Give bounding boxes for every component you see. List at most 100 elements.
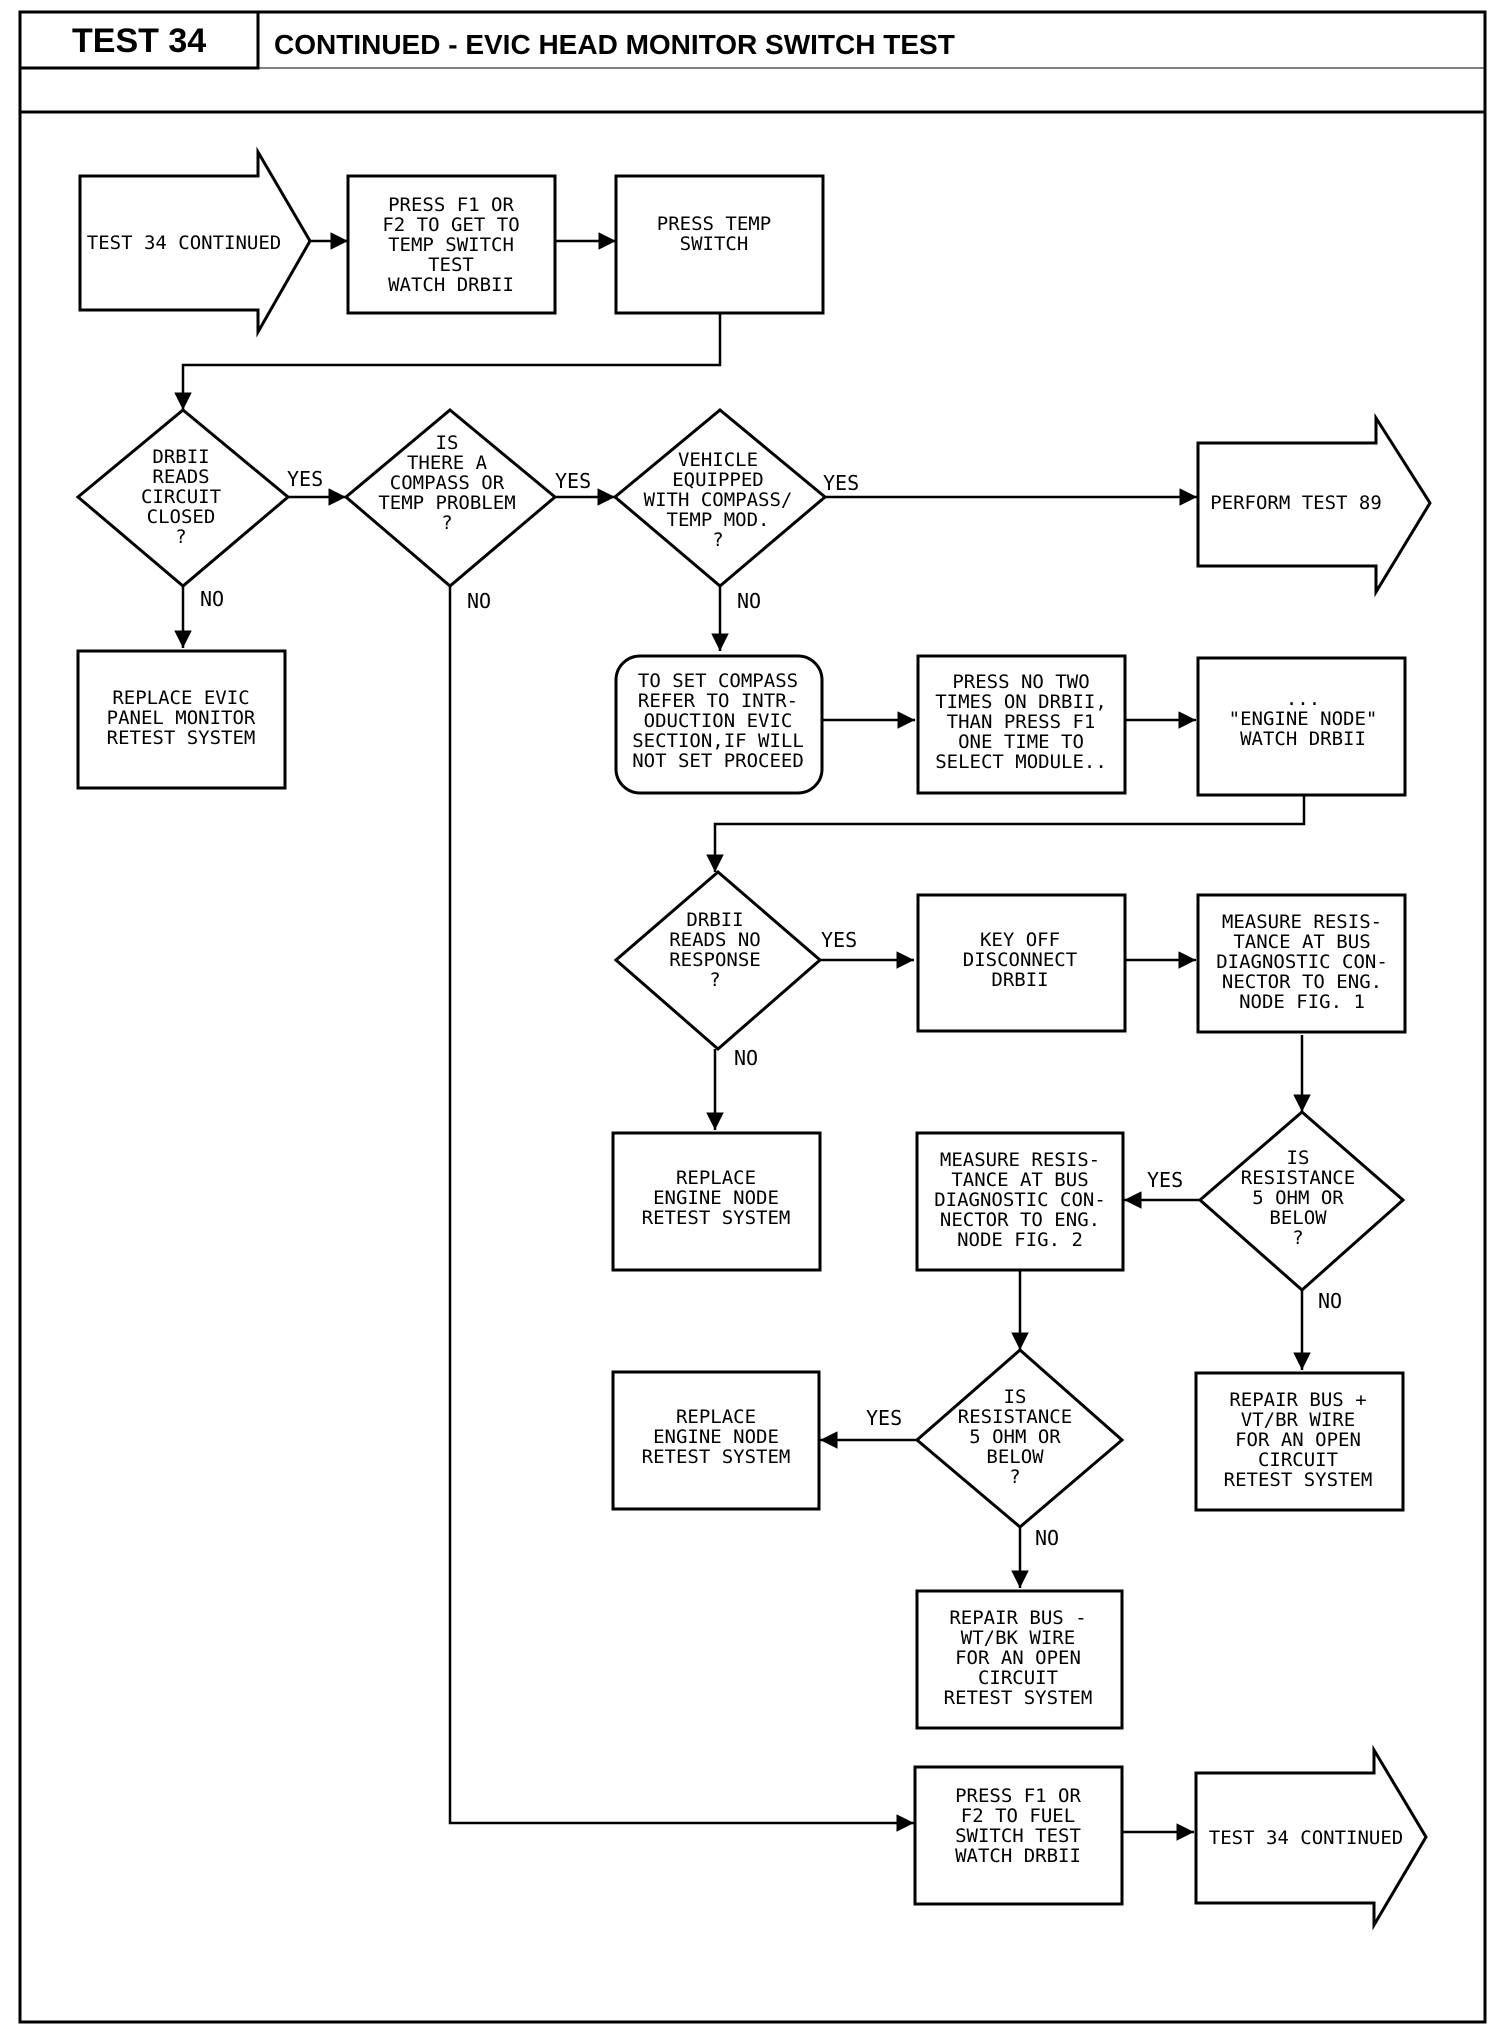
edge-label-yes: YES bbox=[866, 1406, 902, 1430]
node-text-line: TEMP MOD. bbox=[667, 509, 770, 531]
node-text-line: BELOW bbox=[1269, 1207, 1327, 1229]
node-text-line: SWITCH TEST bbox=[955, 1825, 1081, 1847]
node-text-line: "ENGINE NODE" bbox=[1229, 708, 1378, 730]
node-text-line: NODE FIG. 1 bbox=[1239, 991, 1365, 1013]
node-text-line: DISCONNECT bbox=[963, 949, 1077, 971]
node-text-line: ODUCTION EVIC bbox=[644, 710, 793, 732]
page-title: CONTINUED - EVIC HEAD MONITOR SWITCH TES… bbox=[274, 29, 955, 60]
node-text-line: READS NO bbox=[669, 929, 761, 951]
node-text-line: SECTION,IF WILL bbox=[632, 730, 804, 752]
node-text-line: THAN PRESS F1 bbox=[947, 711, 1096, 733]
node-text-line: REFER TO INTR- bbox=[638, 690, 798, 712]
key-off-box bbox=[916, 893, 1127, 1033]
start-label: TEST 34 CONTINUED bbox=[87, 232, 281, 254]
engine-node-box bbox=[1196, 656, 1407, 797]
node-text-line: ? bbox=[441, 512, 452, 534]
node-text-line: TO SET COMPASS bbox=[638, 670, 798, 692]
node-text-line: DRBII bbox=[686, 909, 743, 931]
node-text-line: WATCH DRBII bbox=[955, 1845, 1081, 1867]
node-text-line: NOT SET PROCEED bbox=[632, 750, 804, 772]
edge-label-no: NO bbox=[734, 1046, 758, 1070]
node-text-line: PRESS NO TWO bbox=[952, 671, 1089, 693]
node-text-line: 5 OHM OR bbox=[1252, 1187, 1344, 1209]
node-text-line: TEMP PROBLEM bbox=[378, 492, 515, 514]
node-text-line: IS bbox=[1287, 1147, 1310, 1169]
circuit-closed-diamond bbox=[75, 408, 291, 588]
node-text-line: CIRCUIT bbox=[141, 486, 221, 508]
node-text-line: DIAGNOSTIC CON- bbox=[1216, 951, 1388, 973]
resist1-diamond bbox=[1197, 1110, 1406, 1293]
set-compass-box bbox=[614, 654, 824, 795]
test-label-box bbox=[18, 10, 260, 70]
edge-label-yes: YES bbox=[555, 469, 591, 493]
node-text-line: KEY OFF bbox=[980, 929, 1060, 951]
node-text-line: ENGINE NODE bbox=[653, 1426, 779, 1448]
node-text-line: WATCH DRBII bbox=[1240, 728, 1366, 750]
node-text-line: F2 TO GET TO bbox=[382, 214, 519, 236]
no-response-diamond bbox=[613, 870, 823, 1051]
node-text-line: ? bbox=[1292, 1227, 1303, 1249]
node-text-line: WATCH DRBII bbox=[388, 274, 514, 296]
nodes: TEST 34 CONTINUED PRESS F1 OR F2 TO GET T… bbox=[75, 146, 1432, 1931]
node-text-line: 5 OHM OR bbox=[969, 1426, 1061, 1448]
press-f1-fuel-box bbox=[913, 1765, 1124, 1906]
node-text-line: WITH COMPASS/ bbox=[644, 489, 793, 511]
edge-label-yes: YES bbox=[821, 928, 857, 952]
end-arrow-node: TEST 34 CONTINUED bbox=[1194, 1744, 1428, 1931]
press-no-box bbox=[916, 654, 1127, 795]
edge-label-no: NO bbox=[467, 589, 491, 613]
node-text-line: FOR AN OPEN bbox=[1235, 1429, 1361, 1451]
node-text-line: PRESS F1 OR bbox=[955, 1785, 1081, 1807]
edge-label-yes: YES bbox=[1147, 1168, 1183, 1192]
node-text-line: REPLACE bbox=[676, 1167, 756, 1189]
node-text-line: DRBII bbox=[991, 969, 1048, 991]
node-text-line: IS bbox=[436, 432, 459, 454]
node-text-line: NECTOR TO ENG. bbox=[940, 1209, 1100, 1231]
compass-problem-diamond bbox=[343, 408, 558, 588]
node-text-line: ... bbox=[1286, 688, 1320, 710]
node-text-line: MEASURE RESIS- bbox=[1222, 911, 1382, 933]
node-text-line: TEST 34 CONTINUED bbox=[1209, 1827, 1403, 1849]
node-text-line: COMPASS OR bbox=[390, 472, 505, 494]
node-text-line: FOR AN OPEN bbox=[955, 1647, 1081, 1669]
end-label: TEST 34 CONTINUED bbox=[1209, 1827, 1403, 1849]
resist2-diamond bbox=[914, 1348, 1125, 1529]
node-text-line: TANCE AT BUS bbox=[1233, 931, 1370, 953]
node-text-line: VT/BR WIRE bbox=[1241, 1409, 1355, 1431]
node-text-line: RETEST SYSTEM bbox=[944, 1687, 1093, 1709]
node-text-line: REPAIR BUS - bbox=[949, 1607, 1086, 1629]
node-text-line: RESISTANCE bbox=[958, 1406, 1072, 1428]
replace-evic-box bbox=[76, 649, 287, 790]
start-arrow-node: TEST 34 CONTINUED bbox=[78, 146, 312, 338]
node-text-line: F2 TO FUEL bbox=[961, 1805, 1075, 1827]
node-text-line: BELOW bbox=[986, 1446, 1044, 1468]
node-text-line: RETEST SYSTEM bbox=[642, 1446, 791, 1468]
node-text-line: ONE TIME TO bbox=[958, 731, 1084, 753]
node-text-line: PRESS TEMP bbox=[657, 213, 771, 235]
node-text-line: RESISTANCE bbox=[1241, 1167, 1355, 1189]
replace-engine1-box bbox=[611, 1131, 822, 1272]
node-text-line: CLOSED bbox=[147, 506, 216, 528]
node-text-line: TIMES ON DRBII, bbox=[935, 691, 1107, 713]
node-text-line: REPLACE EVIC bbox=[112, 687, 249, 709]
edge-label-yes: YES bbox=[823, 471, 859, 495]
edge-label-no: NO bbox=[1318, 1289, 1342, 1313]
repair-plus-box bbox=[1194, 1371, 1405, 1512]
node-text-line: REPLACE bbox=[676, 1406, 756, 1428]
node-text-line: IS bbox=[1004, 1386, 1027, 1408]
node-text-line: RETEST SYSTEM bbox=[107, 727, 256, 749]
node-text-line: MEASURE RESIS- bbox=[940, 1149, 1100, 1171]
